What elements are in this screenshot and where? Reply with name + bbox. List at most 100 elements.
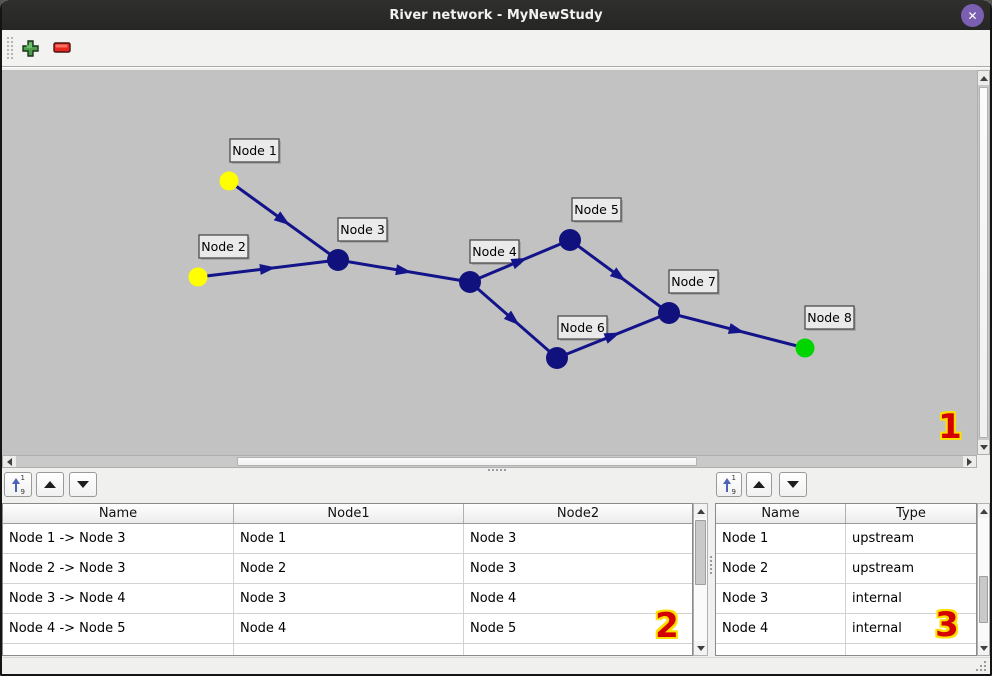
table-row-partial xyxy=(716,644,976,655)
river-link-node-3-to-node-4[interactable] xyxy=(337,258,471,284)
triangle-up-icon xyxy=(979,75,988,81)
node-label: Node 6 xyxy=(557,315,609,341)
node-label: Node 8 xyxy=(804,305,856,331)
sort-ascending-icon: 1 9 xyxy=(722,474,736,496)
river-link-node-6-to-node-7[interactable] xyxy=(556,311,670,360)
horizontal-splitter-handle[interactable] xyxy=(2,467,977,472)
flow-arrow-icon xyxy=(603,332,621,344)
flow-arrow-icon xyxy=(503,310,520,326)
window-resize-grip[interactable] xyxy=(976,661,986,671)
flow-arrow-icon xyxy=(259,264,276,275)
table-cell: Node 5 xyxy=(470,621,517,636)
river-link-node-4-to-node-5[interactable] xyxy=(469,238,571,284)
scroll-left-button[interactable] xyxy=(3,456,16,467)
scroll-up-button[interactable] xyxy=(978,504,989,518)
scroll-right-button[interactable] xyxy=(963,456,976,467)
scroll-down-button[interactable] xyxy=(978,641,989,655)
canvas-horizontal-scrollbar[interactable] xyxy=(2,455,977,468)
nodes-sort-button[interactable]: 1 9 xyxy=(716,472,742,497)
toolbar-grip-handle[interactable] xyxy=(7,37,14,61)
node-label-text: Node 6 xyxy=(560,320,605,335)
network-node-node-8[interactable] xyxy=(795,338,815,358)
network-node-node-7[interactable] xyxy=(658,302,680,324)
scroll-up-button[interactable] xyxy=(694,504,707,518)
triangle-up-icon xyxy=(979,508,988,514)
network-node-node-3[interactable] xyxy=(327,249,349,271)
scroll-down-button[interactable] xyxy=(694,641,707,655)
table-cell: Node 3 xyxy=(470,531,517,546)
links-table-scrollbar[interactable] xyxy=(693,503,708,656)
node-label: Node 5 xyxy=(571,197,623,223)
column-header[interactable]: Type xyxy=(896,506,926,521)
scroll-up-button[interactable] xyxy=(978,71,989,85)
network-node-node-1[interactable] xyxy=(219,171,239,191)
close-button[interactable]: ✕ xyxy=(961,4,984,27)
table-cell: Node 3 -> Node 4 xyxy=(3,584,234,613)
vertical-splitter-handle[interactable] xyxy=(708,503,715,656)
nodes-move-up-button[interactable] xyxy=(746,472,772,497)
network-node-node-5[interactable] xyxy=(559,229,581,251)
table-cell: Node 4 xyxy=(470,591,517,606)
triangle-down-icon xyxy=(979,645,988,651)
vertical-scroll-thumb[interactable] xyxy=(979,576,988,623)
horizontal-scroll-thumb[interactable] xyxy=(237,457,697,466)
table-cell: Node 4 xyxy=(234,614,464,643)
table-cell: Node 4 -> Node 5 xyxy=(3,614,234,643)
node-label-text: Node 4 xyxy=(472,244,517,259)
node-label-text: Node 7 xyxy=(671,274,716,289)
flow-arrow-icon xyxy=(727,323,745,334)
nodes-table-scrollbar[interactable] xyxy=(977,503,990,656)
links-sort-button[interactable]: 1 9 xyxy=(4,472,32,497)
river-link-node-2-to-node-3[interactable] xyxy=(197,258,339,279)
vertical-scroll-thumb[interactable] xyxy=(695,520,706,585)
river-link-node-5-to-node-7[interactable] xyxy=(569,238,670,315)
table-cell: Node 3 xyxy=(470,561,517,576)
column-header[interactable]: Node2 xyxy=(556,506,600,521)
table-cell: Node 2 xyxy=(716,554,846,583)
vertical-scroll-thumb[interactable] xyxy=(979,87,988,438)
river-link-node-4-to-node-6[interactable] xyxy=(469,280,558,360)
node-label: Node 4 xyxy=(469,239,521,265)
table-row[interactable]: Node 3 internal xyxy=(716,584,976,614)
add-node-button[interactable] xyxy=(20,38,40,58)
triangle-up-icon xyxy=(696,508,705,514)
table-header-row: Name Type xyxy=(716,504,976,524)
nodes-move-down-button[interactable] xyxy=(779,472,807,497)
titlebar: River network - MyNewStudy ✕ xyxy=(0,0,992,30)
table-cell xyxy=(234,644,464,655)
sort-ascending-icon: 1 9 xyxy=(11,474,25,496)
red-minus-icon xyxy=(53,42,71,53)
links-move-down-button[interactable] xyxy=(69,472,97,497)
scroll-down-button[interactable] xyxy=(978,440,989,454)
column-header[interactable]: Node1 xyxy=(234,504,464,523)
canvas-vertical-scrollbar[interactable] xyxy=(977,70,990,455)
network-node-node-2[interactable] xyxy=(188,267,208,287)
table-cell: upstream xyxy=(852,531,915,546)
network-node-node-4[interactable] xyxy=(459,271,481,293)
table-cell: Node 2 xyxy=(234,554,464,583)
network-node-node-6[interactable] xyxy=(546,347,568,369)
links-move-up-button[interactable] xyxy=(36,472,64,497)
river-link-node-1-to-node-3[interactable] xyxy=(228,179,339,262)
close-icon: ✕ xyxy=(967,8,978,23)
table-cell: Node 2 -> Node 3 xyxy=(3,554,234,583)
table-cell: Node 3 xyxy=(716,584,846,613)
flow-arrow-icon xyxy=(510,257,528,270)
triangle-up-icon xyxy=(753,481,765,488)
table-cell: Node 3 xyxy=(234,584,464,613)
river-link-node-7-to-node-8[interactable] xyxy=(668,311,806,350)
table-cell: internal xyxy=(852,591,902,606)
node-label-text: Node 2 xyxy=(201,239,246,254)
column-header[interactable]: Name xyxy=(3,504,234,523)
remove-node-button[interactable] xyxy=(52,38,72,58)
column-header[interactable]: Name xyxy=(716,504,846,523)
